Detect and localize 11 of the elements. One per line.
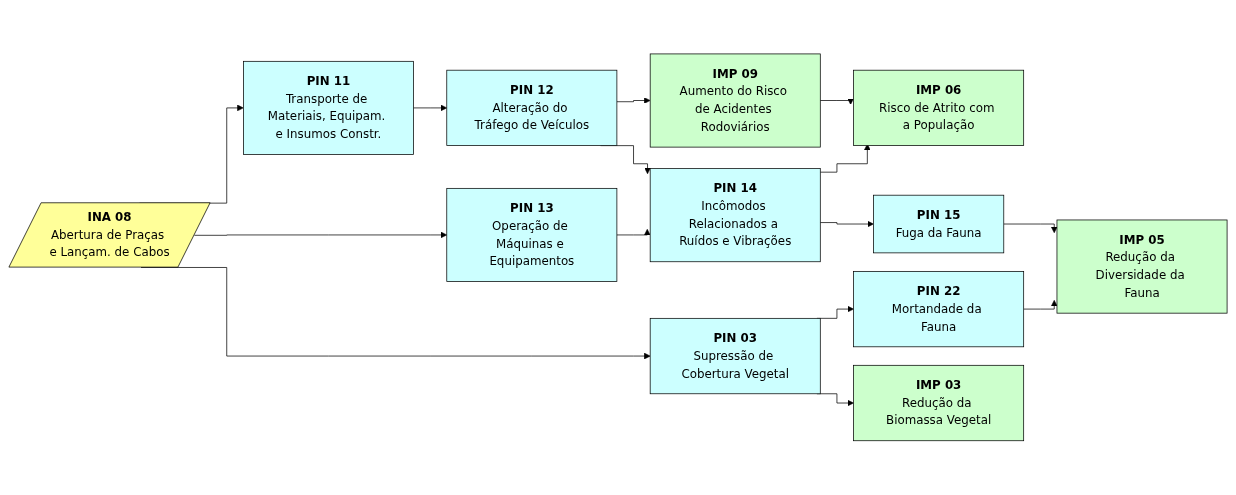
node-box: IMP 06 Risco de Atrito com a População xyxy=(853,70,1025,147)
node-box: IMP 09 Aumento do Risco de Acidentes Rodoviários xyxy=(649,53,821,148)
node-box: PIN 12 Alteração do Tráfego de Veículos xyxy=(446,70,618,147)
node-box: PIN 22 Mortandade da Fauna xyxy=(853,271,1025,348)
node-box: PIN 11 Transporte de Materiais, Equipam. e Insumos Constr. xyxy=(243,61,414,156)
node-box: PIN 14 Incômodos Relacionados a Ruídos e Vibrações xyxy=(649,168,821,263)
node-box: PIN 13 Operação de Máquinas e Equipamentos xyxy=(446,188,618,283)
node-box: IMP 03 Redução da Biomassa Vegetal xyxy=(853,365,1025,442)
node-box: IMP 05 Redução da Diversidade da Fauna xyxy=(1056,219,1228,314)
node-box: PIN 03 Supressão de Cobertura Vegetal xyxy=(649,318,821,395)
node-box: PIN 15 Fuga da Fauna xyxy=(873,195,1005,254)
